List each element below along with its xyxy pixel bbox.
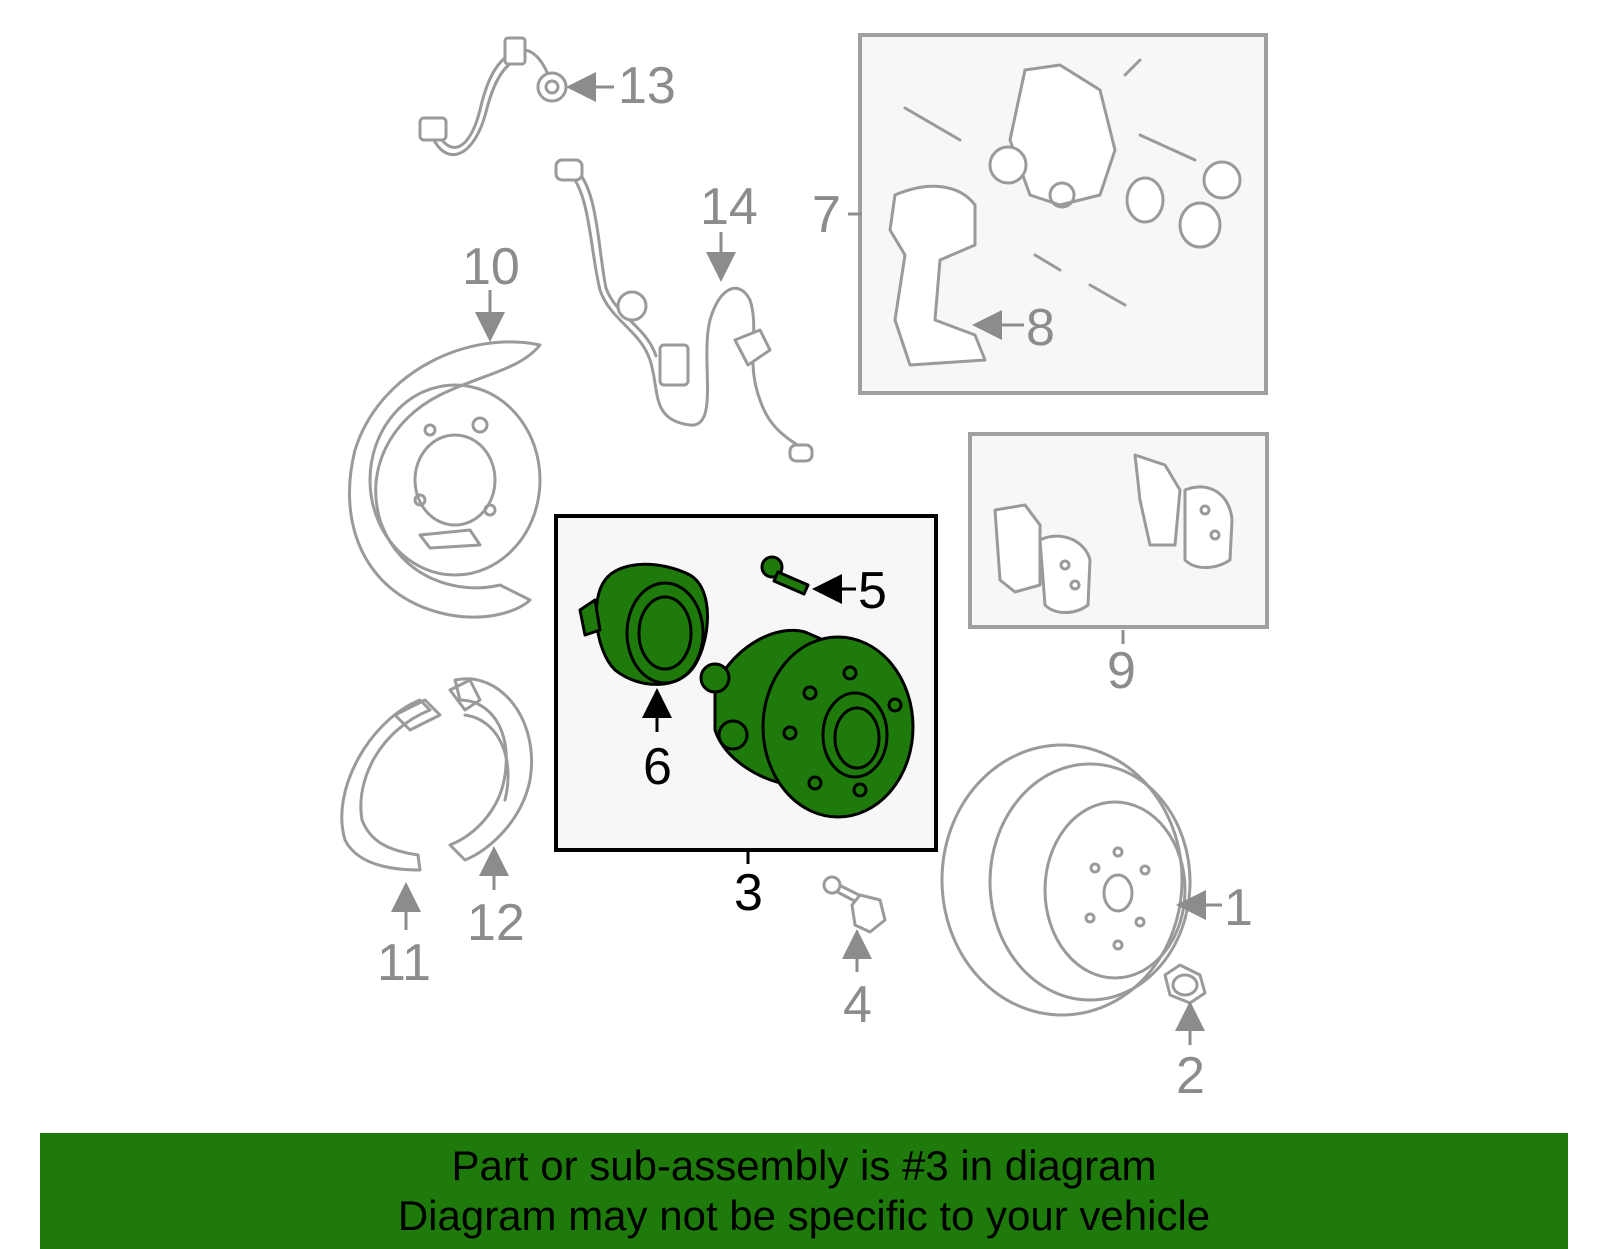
part-1-brake-rotor[interactable] [940, 743, 1192, 1017]
part-10-backing-plate[interactable] [347, 340, 542, 619]
callout-4[interactable]: 4 [843, 976, 872, 1034]
part-5-hub-bolt[interactable] [760, 555, 810, 596]
part-9-brake-pads[interactable] [993, 453, 1234, 614]
part-7-caliper-components[interactable] [888, 58, 1242, 367]
part-2-lug-nut[interactable] [1163, 963, 1207, 1005]
callout-2[interactable]: 2 [1176, 1047, 1205, 1105]
part-6-bearing-hub[interactable] [578, 562, 709, 686]
part-11-brake-shoe[interactable] [340, 698, 442, 872]
callout-9[interactable]: 9 [1107, 642, 1136, 700]
part-4-bolt[interactable] [822, 875, 887, 934]
callout-14[interactable]: 14 [700, 178, 758, 236]
callout-11[interactable]: 11 [377, 934, 431, 992]
callout-7[interactable]: 7 [812, 186, 841, 244]
banner-line-1: Part or sub-assembly is #3 in diagram [451, 1142, 1157, 1189]
part-3-hub-assembly[interactable] [699, 628, 915, 819]
callout-12[interactable]: 12 [467, 894, 525, 952]
callout-6[interactable]: 6 [643, 738, 672, 796]
callout-1[interactable]: 1 [1224, 879, 1253, 937]
callout-13[interactable]: 13 [618, 57, 676, 115]
part-14-abs-sensor[interactable] [554, 158, 814, 463]
banner-line-2: Diagram may not be specific to your vehi… [397, 1192, 1211, 1239]
part-12-brake-shoe[interactable] [448, 677, 533, 862]
callout-8[interactable]: 8 [1026, 299, 1055, 357]
info-banner: Part or sub-assembly is #3 in diagram Di… [40, 1133, 1568, 1249]
part-13-sensor-wire[interactable] [418, 36, 568, 157]
callout-10[interactable]: 10 [462, 238, 520, 296]
callout-5[interactable]: 5 [858, 562, 887, 620]
callout-3[interactable]: 3 [734, 864, 763, 922]
